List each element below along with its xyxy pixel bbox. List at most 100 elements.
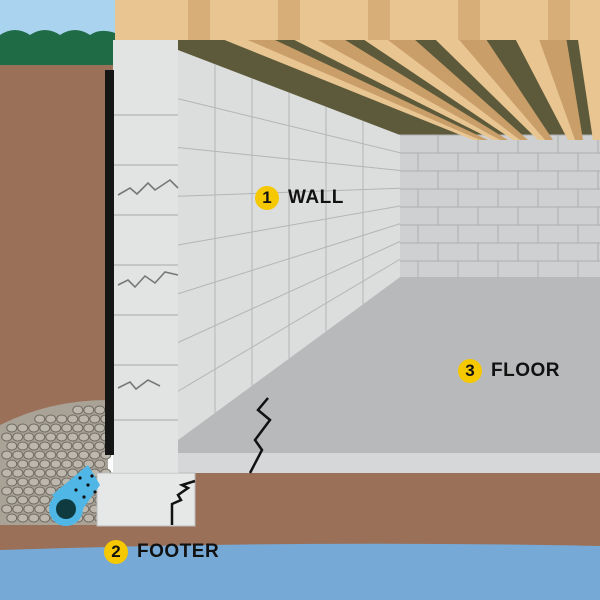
soil bbox=[0, 65, 115, 445]
groundwater bbox=[0, 543, 600, 600]
illustration-shape bbox=[82, 495, 86, 499]
illustration-shape bbox=[113, 114, 178, 421]
gravel-stone bbox=[72, 459, 84, 469]
gravel-stone bbox=[23, 450, 35, 460]
gravel-stone bbox=[34, 450, 46, 460]
gravel-stone bbox=[28, 423, 40, 433]
gravel-stone bbox=[1, 450, 13, 460]
gravel-stone bbox=[23, 468, 35, 478]
gravel-stone bbox=[6, 477, 18, 487]
label-footer-text: FOOTER bbox=[137, 541, 220, 562]
gravel-stone bbox=[72, 441, 84, 451]
label-floor: 3 FLOOR bbox=[458, 359, 560, 383]
gravel-stone bbox=[39, 423, 51, 433]
gravel-stone bbox=[83, 405, 95, 415]
gravel-stone bbox=[12, 432, 24, 442]
label-wall-text: WALL bbox=[288, 187, 344, 208]
gravel-stone bbox=[12, 468, 24, 478]
illustration-shape bbox=[188, 0, 570, 40]
gravel-stone bbox=[28, 495, 40, 505]
gravel-stone bbox=[83, 441, 95, 451]
illustration-shape bbox=[397, 134, 600, 277]
gravel-stone bbox=[56, 450, 68, 460]
gravel-stone bbox=[23, 486, 35, 496]
footer-crack bbox=[170, 479, 196, 525]
gravel-stone bbox=[6, 513, 18, 523]
gravel-stone bbox=[34, 486, 46, 496]
illustration-shape bbox=[74, 488, 78, 492]
gravel-stone bbox=[6, 495, 18, 505]
drain-pipe bbox=[49, 465, 100, 526]
badge-2: 2 bbox=[104, 540, 128, 564]
gravel-stone bbox=[94, 441, 106, 451]
gravel-stone bbox=[94, 423, 106, 433]
wall-cracks bbox=[117, 178, 179, 391]
gravel-stone bbox=[23, 432, 35, 442]
gravel-stone bbox=[39, 495, 51, 505]
gravel-stone bbox=[45, 468, 57, 478]
illustration-shape bbox=[93, 490, 97, 494]
gravel-stone bbox=[89, 432, 101, 442]
gravel-stone bbox=[78, 432, 90, 442]
gravel-stone bbox=[50, 477, 62, 487]
gravel-stone bbox=[17, 513, 29, 523]
gravel-stone bbox=[61, 459, 73, 469]
gravel-stone bbox=[34, 432, 46, 442]
gravel-stone bbox=[6, 459, 18, 469]
gravel-stone bbox=[67, 432, 79, 442]
gravel-stone bbox=[50, 423, 62, 433]
gravel-stone bbox=[12, 504, 24, 514]
gravel-stone bbox=[45, 414, 57, 424]
gravel-stone bbox=[39, 441, 51, 451]
gravel-stone bbox=[34, 504, 46, 514]
gravel-stone bbox=[45, 450, 57, 460]
gravel-stone bbox=[12, 486, 24, 496]
gravel-stone bbox=[17, 459, 29, 469]
illustration-shape bbox=[74, 474, 97, 499]
waterproof-membrane bbox=[105, 70, 114, 455]
illustration-shape bbox=[86, 483, 90, 487]
gravel-stone bbox=[67, 468, 79, 478]
rim-joist bbox=[115, 0, 600, 40]
joist-end bbox=[548, 0, 570, 40]
gravel-stone bbox=[56, 432, 68, 442]
badge-1: 1 bbox=[255, 186, 279, 210]
wall-column bbox=[113, 40, 178, 472]
gravel-stone bbox=[61, 423, 73, 433]
gravel-stone bbox=[28, 441, 40, 451]
gravel-stone bbox=[67, 450, 79, 460]
illustration-shape bbox=[90, 474, 94, 478]
gravel-stone bbox=[56, 468, 68, 478]
gravel-stone bbox=[1, 486, 13, 496]
floor-crack bbox=[248, 397, 272, 474]
gravel-stone bbox=[56, 414, 68, 424]
gravel-stone bbox=[94, 405, 106, 415]
illustration-shape bbox=[117, 271, 179, 289]
illustration-shape bbox=[117, 379, 161, 391]
gravel-stone bbox=[17, 441, 29, 451]
gravel-stone bbox=[34, 468, 46, 478]
joist-end bbox=[458, 0, 480, 40]
floor-surface bbox=[178, 277, 600, 453]
gravel-stone bbox=[39, 459, 51, 469]
gravel-stone bbox=[45, 432, 57, 442]
label-footer: 2 FOOTER bbox=[104, 540, 219, 564]
joist-end bbox=[278, 0, 300, 40]
gravel-stone bbox=[17, 423, 29, 433]
gravel-stone bbox=[83, 513, 95, 523]
gravel-stone bbox=[39, 513, 51, 523]
illustration-shape bbox=[117, 178, 179, 196]
back-wall bbox=[398, 135, 600, 277]
joist-end bbox=[368, 0, 390, 40]
gravel-stone bbox=[1, 504, 13, 514]
gravel-stone bbox=[39, 477, 51, 487]
joist-end bbox=[188, 0, 210, 40]
subsoil bbox=[195, 473, 600, 533]
gravel-stone bbox=[17, 495, 29, 505]
gravel-stone bbox=[78, 450, 90, 460]
gravel-stone bbox=[72, 423, 84, 433]
footer-block bbox=[96, 472, 196, 527]
gravel-stone bbox=[89, 450, 101, 460]
